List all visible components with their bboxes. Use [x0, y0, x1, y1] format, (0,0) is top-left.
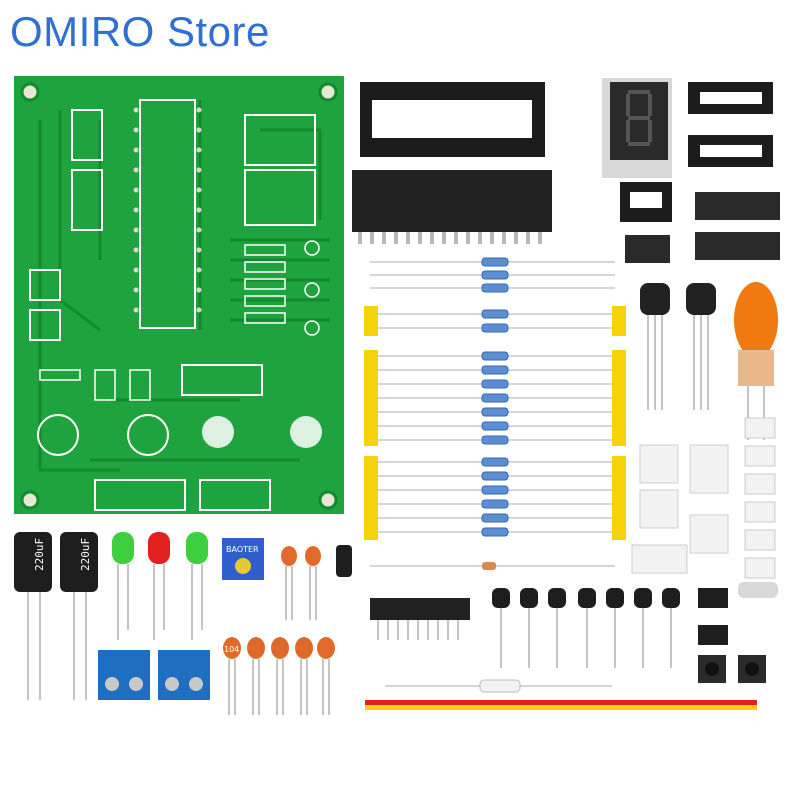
trimmer-potentiometer: BAOTER: [222, 538, 264, 580]
bridge-rectifiers: [640, 283, 716, 410]
ic-socket-40pin: [360, 82, 545, 157]
seven-segment-display: [602, 78, 672, 178]
resistor-network: [370, 598, 470, 640]
ic-chips: [625, 192, 780, 263]
indicator-lamp: [734, 282, 778, 440]
ic-sockets-small: [620, 82, 773, 222]
electrolytic-capacitors: 220uF 220uF: [14, 532, 352, 700]
trimpot-label: BAOTER: [226, 545, 259, 554]
terminal-blocks: [98, 650, 210, 700]
white-connectors: [631, 417, 776, 579]
fuse: [385, 679, 612, 693]
ceramic-capacitors: 104: [223, 546, 335, 715]
store-title: OMIRO Store: [10, 8, 270, 55]
ceramic-cap-label: 104: [224, 645, 239, 654]
transistors: [492, 588, 680, 668]
capacitor-right-label: 220uF: [79, 538, 92, 571]
resistor-strips: [364, 257, 626, 570]
stc-microcontroller: [352, 170, 552, 244]
tactile-switches: [698, 582, 778, 683]
jumper-wires: [365, 700, 757, 710]
capacitor-left-label: 220uF: [33, 538, 46, 571]
leds: [112, 532, 208, 640]
pcb-board: [14, 76, 344, 514]
